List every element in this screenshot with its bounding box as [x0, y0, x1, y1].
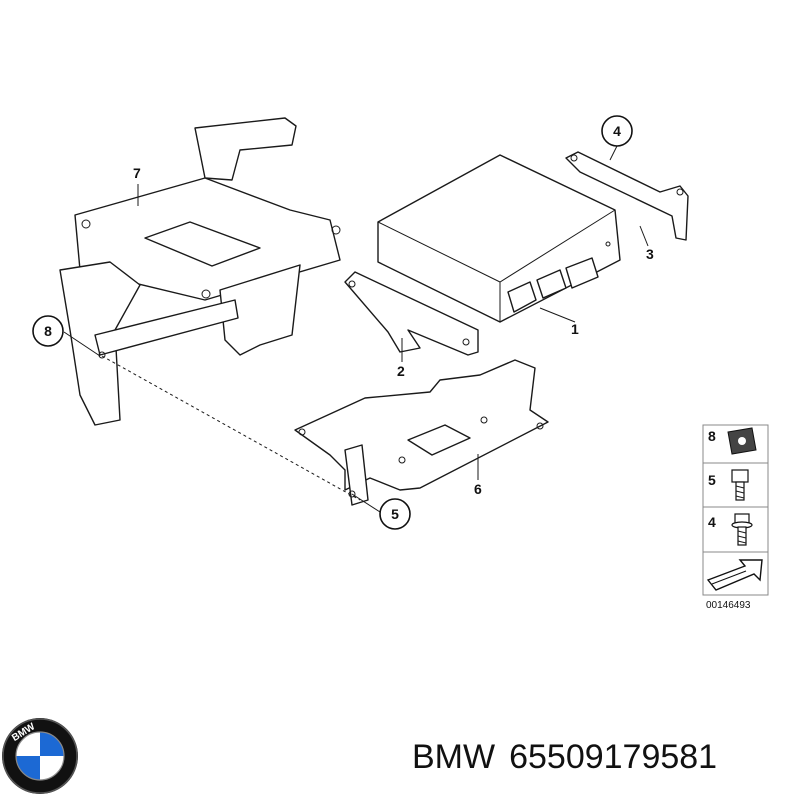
legend-item-5: 5 [708, 469, 749, 501]
bracket-part-7 [59, 117, 341, 426]
bracket-part-3 [565, 151, 689, 241]
bmw-logo: BMW [2, 718, 78, 794]
svg-text:7: 7 [133, 165, 141, 181]
svg-text:6: 6 [474, 481, 482, 497]
leader-lines [63, 145, 649, 513]
legend-item-8: 8 [708, 427, 757, 455]
callout-3: 3 [646, 246, 654, 262]
part-number: 65509179581 [509, 738, 718, 776]
svg-text:5: 5 [391, 506, 399, 522]
legend-item-4: 4 [708, 513, 753, 546]
control-unit-part-1 [377, 154, 621, 323]
callout-7: 7 [133, 165, 141, 181]
svg-text:8: 8 [44, 323, 52, 339]
callout-5-circled: 5 [379, 498, 411, 530]
svg-text:4: 4 [613, 123, 621, 139]
brand-part-number-caption: BMW 65509179581 [412, 738, 731, 777]
arrow-icon [706, 559, 763, 591]
svg-text:3: 3 [646, 246, 654, 262]
svg-text:5: 5 [708, 472, 716, 488]
fastener-legend: 8 5 4 00146493 [702, 424, 769, 611]
callout-8-circled: 8 [32, 315, 64, 347]
bracket-part-6 [294, 359, 549, 506]
svg-text:8: 8 [708, 428, 716, 444]
svg-text:4: 4 [708, 514, 716, 530]
bracket-part-2 [344, 271, 479, 356]
svg-text:1: 1 [571, 321, 579, 337]
callout-2: 2 [397, 363, 405, 379]
diagram-reference-number: 00146493 [706, 600, 751, 611]
callout-6: 6 [474, 481, 482, 497]
svg-text:2: 2 [397, 363, 405, 379]
callout-1: 1 [571, 321, 579, 337]
callout-4-circled: 4 [601, 115, 633, 147]
brand-name: BMW [412, 738, 496, 776]
